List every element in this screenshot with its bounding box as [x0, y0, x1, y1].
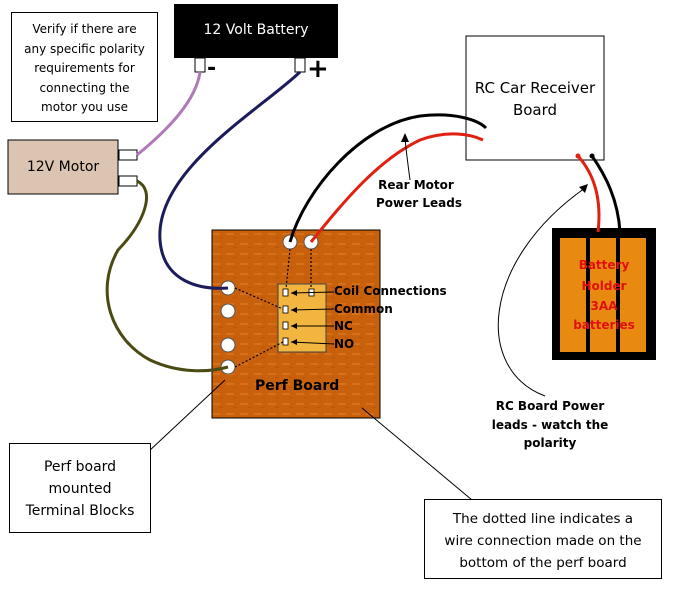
polarity-note: Verify if there are any specific polarit… [11, 12, 158, 122]
rear-motor-label-line-1: Rear Motor [378, 178, 454, 192]
polarity-note-line-3: requirements for [34, 61, 135, 75]
battery-label: 12 Volt Battery [203, 22, 309, 38]
polarity-note-line-4: connecting the [39, 80, 130, 95]
battery-cell-1 [560, 238, 586, 352]
dotted-line-note-line-3: bottom of the perf board [459, 555, 627, 571]
dotted-connections [234, 248, 312, 368]
receiver-label-line-1: RC Car Receiver [474, 79, 596, 97]
dotted-line-note: The dotted line indicates a wire connect… [424, 499, 662, 579]
battery-positive-terminal [294, 57, 306, 73]
wire-receiver-black-to-coil [288, 113, 488, 243]
dotted-line-note-line-1: The dotted line indicates a [452, 511, 634, 527]
polarity-note-line-5: motor you use [41, 100, 128, 114]
relay-nc-label: NC [334, 319, 353, 333]
relay-common-label: Common [334, 302, 393, 316]
receiver-red-pad [575, 153, 581, 159]
motor-body [7, 139, 119, 195]
wire-receiver-red-to-coil [309, 132, 484, 243]
battery-holder [552, 228, 656, 360]
rc-power-label-line-3: polarity [523, 436, 577, 450]
battery-holder-label-line-4: batteries [573, 318, 635, 332]
battery-body [174, 4, 338, 58]
relay-coil-connections-label: Coil Connections [334, 284, 447, 298]
pointer-arrowheads [291, 133, 588, 345]
motor-terminal-top [118, 149, 138, 161]
battery-plus-sign: + [307, 54, 329, 84]
rc-receiver-board [465, 35, 605, 161]
relay-no-label: NO [334, 337, 355, 351]
motor-terminal-bottom [118, 175, 138, 187]
battery-holder-label-line-2: Holder [581, 279, 627, 293]
receiver-label-line-2: Board [512, 101, 558, 119]
battery-holder-label-line-1: Battery [578, 258, 630, 272]
terminal-block-2 [220, 303, 236, 319]
battery-holder-label-line-3: 3AA [590, 299, 618, 313]
terminal-block-3 [220, 337, 236, 353]
terminal-blocks-note-line-2: mounted [48, 481, 112, 497]
relay-pin-no [282, 337, 289, 346]
polarity-note-line-1: Verify if there are [32, 22, 137, 36]
battery-cell-2 [590, 238, 616, 352]
wire-motor-to-perf [105, 179, 229, 373]
rc-power-label-line-2: leads - watch the [491, 418, 609, 432]
battery-negative-terminal [194, 57, 206, 73]
dotted-line-note-line-2: wire connection made on the [444, 533, 642, 549]
relay-pin-nc [282, 321, 289, 330]
wire-holder-black-to-receiver [590, 155, 622, 233]
terminal-blocks-note-line-3: Terminal Blocks [25, 503, 135, 519]
wire-battery-neg-to-motor [136, 71, 202, 157]
terminal-blocks-note: Perf board mounted Terminal Blocks [9, 443, 151, 533]
perf-board-label: Perf Board [255, 378, 340, 394]
rc-power-label-line-1: RC Board Power [495, 399, 605, 413]
relay-pin-common [282, 305, 289, 314]
wire-battery-pos-to-perf [158, 70, 302, 290]
terminal-blocks-note-line-1: Perf board [43, 459, 117, 475]
relay-pin-coil-1 [282, 288, 289, 297]
rear-motor-label-line-2: Power Leads [376, 196, 462, 210]
battery-cell-3 [620, 238, 646, 352]
polarity-note-line-2: any specific polarity [24, 41, 145, 56]
pointer-lines [147, 137, 586, 501]
motor [7, 139, 138, 195]
motor-label: 12V Motor [26, 159, 100, 175]
battery-minus-sign: - [207, 56, 217, 81]
receiver-black-pad [589, 153, 595, 159]
wire-holder-red-to-receiver [576, 155, 601, 233]
battery-12v [174, 4, 338, 73]
